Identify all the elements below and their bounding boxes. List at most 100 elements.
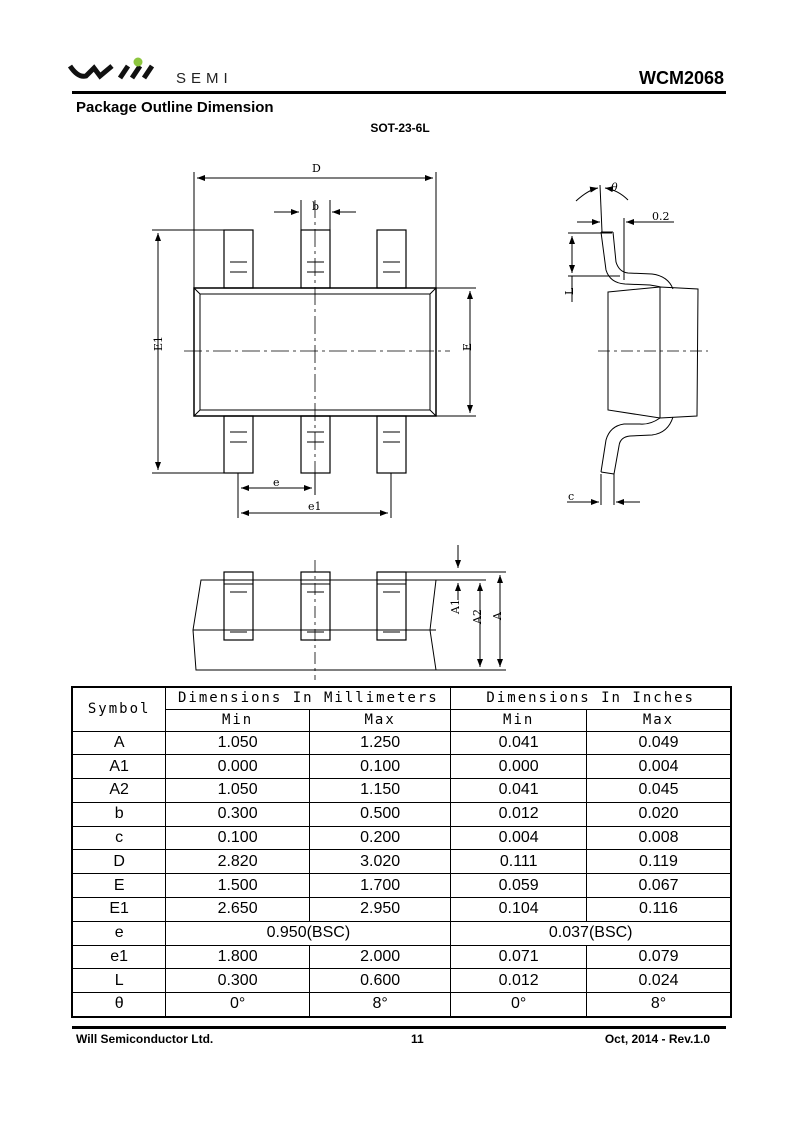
cell-mmax: 2.950 xyxy=(308,897,452,922)
cell-mmin: 1.050 xyxy=(165,778,310,803)
label-A: A xyxy=(491,611,504,621)
front-view xyxy=(192,545,506,680)
in-max-header: Max xyxy=(585,708,732,732)
cell-imax: 0.024 xyxy=(585,968,732,994)
side-view xyxy=(567,184,708,505)
cell-imax: 0.049 xyxy=(585,730,732,756)
cell-mm: 0.950(BSC) xyxy=(165,920,452,946)
cell-imax: 0.008 xyxy=(585,825,732,851)
label-theta: θ xyxy=(611,181,618,194)
mm-max-header: Max xyxy=(308,708,452,732)
cell-mmax: 0.100 xyxy=(308,754,452,780)
cell-imin: 0.071 xyxy=(450,944,587,970)
cell-s: e xyxy=(71,920,167,946)
cell-mmax: 0.200 xyxy=(308,825,452,851)
cell-mmax: 1.150 xyxy=(308,778,452,803)
cell-mmin: 0.100 xyxy=(165,825,310,851)
in-min-header: Min xyxy=(450,708,587,732)
cell-mmax: 2.000 xyxy=(308,944,452,970)
package-name: SOT-23-6L xyxy=(370,121,430,135)
cell-s: L xyxy=(71,968,167,994)
cell-s: b xyxy=(71,801,167,827)
cell-s: A1 xyxy=(71,754,167,780)
cell-imin: 0.111 xyxy=(450,849,587,875)
cell-imax: 0.116 xyxy=(585,897,732,922)
label-E: E xyxy=(461,343,474,351)
cell-s: E xyxy=(71,873,167,899)
inch-header: Dimensions In Inches xyxy=(450,686,732,710)
cell-mmin: 1.800 xyxy=(165,944,310,970)
cell-mmin: 2.820 xyxy=(165,849,310,875)
label-D: D xyxy=(312,162,321,175)
footer-rule xyxy=(72,1026,726,1029)
label-A1: A1 xyxy=(449,599,462,615)
label-0.2: 0.2 xyxy=(652,210,670,223)
label-A2: A2 xyxy=(471,609,484,625)
cell-imax: 0.045 xyxy=(585,778,732,803)
label-e1: e1 xyxy=(308,500,322,513)
cell-imax: 0.119 xyxy=(585,849,732,875)
cell-mmin: 1.050 xyxy=(165,730,310,756)
cell-imin: 0.041 xyxy=(450,730,587,756)
cell-imin: 0.041 xyxy=(450,778,587,803)
label-c: c xyxy=(568,490,574,503)
cell-mmin: 0.300 xyxy=(165,968,310,994)
cell-imin: 0.012 xyxy=(450,801,587,827)
cell-mmin: 0° xyxy=(165,992,310,1018)
cell-mmin: 2.650 xyxy=(165,897,310,922)
footer-date-rev: Oct, 2014 - Rev.1.0 xyxy=(604,1032,710,1046)
cell-mmin: 0.000 xyxy=(165,754,310,780)
cell-imin: 0.012 xyxy=(450,968,587,994)
cell-s: E1 xyxy=(71,897,167,922)
package-drawings: D b E1 E e e1 θ 0.2 L c A1 A2 A xyxy=(152,162,708,680)
header-rule xyxy=(72,91,726,94)
label-E1: E1 xyxy=(152,336,165,351)
cell-imax: 8° xyxy=(585,992,732,1018)
cell-imax: 0.079 xyxy=(585,944,732,970)
cell-imin: 0° xyxy=(450,992,587,1018)
top-view xyxy=(152,172,476,518)
mm-min-header: Min xyxy=(165,708,310,732)
cell-imax: 0.004 xyxy=(585,754,732,780)
cell-mmax: 0.500 xyxy=(308,801,452,827)
cell-mmin: 1.500 xyxy=(165,873,310,899)
cell-imax: 0.067 xyxy=(585,873,732,899)
cell-mmax: 3.020 xyxy=(308,849,452,875)
label-e: e xyxy=(273,476,280,489)
will-logo xyxy=(68,57,155,80)
cell-mmax: 0.600 xyxy=(308,968,452,994)
cell-imax: 0.020 xyxy=(585,801,732,827)
cell-in: 0.037(BSC) xyxy=(450,920,732,946)
section-title: Package Outline Dimension xyxy=(76,99,274,116)
logo-text: SEMI xyxy=(176,70,233,87)
cell-s: c xyxy=(71,825,167,851)
cell-s: e1 xyxy=(71,944,167,970)
cell-s: θ xyxy=(71,992,167,1018)
cell-imin: 0.104 xyxy=(450,897,587,922)
mm-header: Dimensions In Millimeters xyxy=(165,686,452,710)
document-id: WCM2068 xyxy=(638,68,724,88)
cell-mmax: 1.700 xyxy=(308,873,452,899)
cell-mmax: 8° xyxy=(308,992,452,1018)
label-b: b xyxy=(312,200,319,213)
cell-s: D xyxy=(71,849,167,875)
cell-imin: 0.059 xyxy=(450,873,587,899)
cell-s: A2 xyxy=(71,778,167,803)
cell-imin: 0.000 xyxy=(450,754,587,780)
page-number: 11 xyxy=(411,1032,424,1046)
cell-imin: 0.004 xyxy=(450,825,587,851)
cell-mmin: 0.300 xyxy=(165,801,310,827)
cell-s: A xyxy=(71,730,167,756)
cell-mmax: 1.250 xyxy=(308,730,452,756)
